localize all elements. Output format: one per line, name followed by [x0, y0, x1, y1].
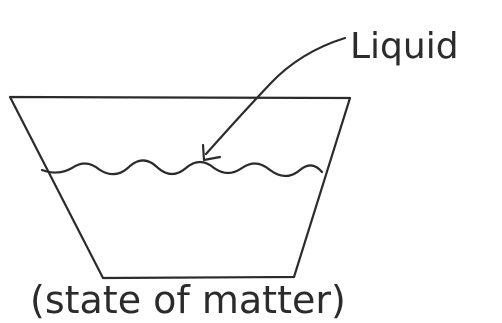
pointer-arrow-head	[201, 143, 222, 162]
pointer-arrow-line	[204, 36, 347, 156]
liquid-label: Liquid	[350, 26, 459, 67]
liquid-surface-wave	[40, 159, 324, 178]
state-of-matter-caption: (state of matter)	[30, 278, 346, 322]
container-outline	[8, 95, 352, 280]
